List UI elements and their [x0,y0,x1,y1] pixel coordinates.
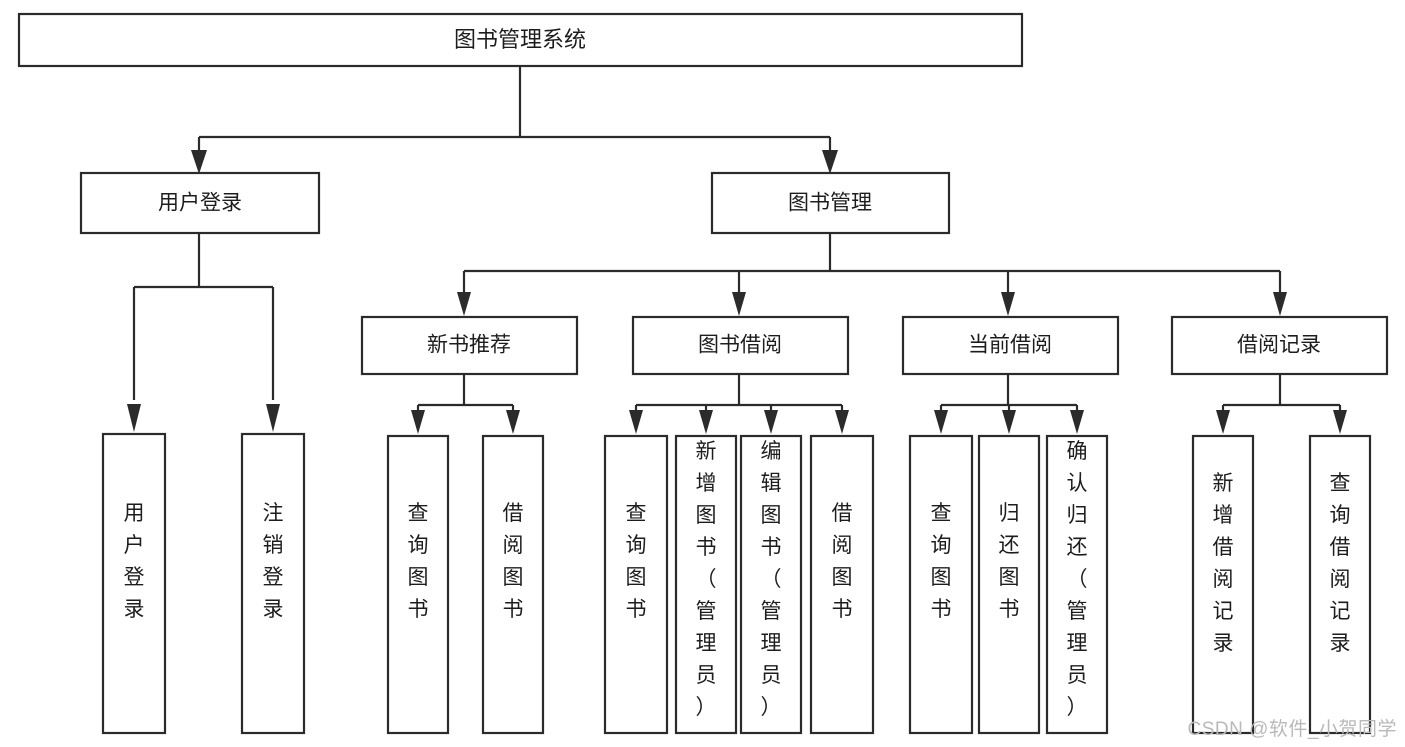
leaf-book-borrow-1-box[interactable] [603,434,669,735]
node-root-box[interactable] [17,12,1024,68]
node-root-label: 图书管理系统 [454,27,586,52]
leaf-current-borrow-1-label: 查询图书 [931,502,952,621]
leaf-new-book-2-box[interactable] [481,434,545,735]
leaf-book-borrow-3[interactable]: 编辑图书（管理员） [739,434,803,735]
arrowhead-leaf-bookborrow-4 [835,410,849,434]
leaf-current-borrow-3-label: 确认归还（管理员） [1067,440,1088,719]
arrowhead-leaf-bookborrow-2 [699,410,713,434]
leaf-book-borrow-3-label: 编辑图书（管理员） [761,440,782,719]
leaf-book-borrow-2-box[interactable] [674,434,738,735]
leaf-new-book-2-label: 借阅图书 [503,502,524,621]
arrowhead-leaf-currentborrow-3 [1070,410,1084,434]
leaf-book-borrow-4-box[interactable] [809,434,875,735]
leaf-book-borrow-1-label: 查询图书 [626,502,647,621]
node-new-book-recommend[interactable]: 新书推荐 [360,315,579,376]
leaf-book-borrow-2-label: 新增图书（管理员） [696,440,717,719]
leaf-borrow-record-2-box[interactable] [1308,434,1372,735]
node-current-borrow-label: 当前借阅 [968,334,1052,357]
arrowhead-leaf-currentborrow-2 [1002,410,1016,434]
leaf-current-borrow-2-box[interactable] [977,434,1041,735]
node-borrow-record-label: 借阅记录 [1237,334,1321,357]
leaf-new-book-1-box[interactable] [386,434,450,735]
node-borrow-record[interactable]: 借阅记录 [1170,315,1389,376]
leaf-new-book-1-label: 查询图书 [408,502,429,621]
arrowhead-current-borrow [1001,292,1015,316]
arrowhead-borrow-record [1273,292,1287,316]
leaf-new-book-2[interactable]: 借阅图书 [481,434,545,735]
leaf-current-borrow-1[interactable]: 查询图书 [908,434,974,735]
leaf-current-borrow-3-box[interactable] [1045,434,1109,735]
arrowhead-book-mgmt [822,150,838,174]
node-user-login-label: 用户登录 [158,192,242,215]
leaf-current-borrow-1-box[interactable] [908,434,974,735]
node-book-management[interactable]: 图书管理 [710,171,951,235]
leaf-borrow-record-1[interactable]: 新增借阅记录 [1191,434,1255,735]
node-borrow-record-box[interactable] [1170,315,1389,376]
leaf-book-borrow-3-box[interactable] [739,434,803,735]
leaf-user-login-2-box[interactable] [240,432,306,735]
arrowhead-leaf-user-login-2 [266,404,280,432]
leaf-user-login-1-label: 用户登录 [124,502,145,621]
leaf-user-login-2[interactable]: 注销登录 [240,432,306,735]
node-current-borrow[interactable]: 当前借阅 [901,315,1120,376]
leaf-book-borrow-1[interactable]: 查询图书 [603,434,669,735]
leaf-user-login-1[interactable]: 用户登录 [101,432,167,735]
node-book-borrow-label: 图书借阅 [698,334,782,357]
arrowhead-new-book [457,292,471,316]
leaf-new-book-1[interactable]: 查询图书 [386,434,450,735]
arrowhead-leaf-newbook-2 [506,410,520,434]
node-current-borrow-box[interactable] [901,315,1120,376]
node-book-borrow-box[interactable] [631,315,850,376]
leaf-book-borrow-4[interactable]: 借阅图书 [809,434,875,735]
arrowhead-leaf-currentborrow-1 [934,410,948,434]
node-new-book-recommend-box[interactable] [360,315,579,376]
leaf-borrow-record-2-label: 查询借阅记录 [1330,472,1351,655]
node-book-borrow[interactable]: 图书借阅 [631,315,850,376]
leaf-book-borrow-4-label: 借阅图书 [832,502,853,621]
node-book-management-box[interactable] [710,171,951,235]
leaf-user-login-1-box[interactable] [101,432,167,735]
leaf-current-borrow-2-label: 归还图书 [999,502,1020,621]
arrowhead-leaf-bookborrow-1 [629,410,643,434]
node-root[interactable]: 图书管理系统 [17,12,1024,68]
leaf-borrow-record-2[interactable]: 查询借阅记录 [1308,434,1372,735]
arrowhead-book-borrow [732,292,746,316]
arrowhead-user-login [191,150,207,174]
leaf-current-borrow-2[interactable]: 归还图书 [977,434,1041,735]
leaf-borrow-record-1-box[interactable] [1191,434,1255,735]
arrowhead-leaf-bookborrow-3 [764,410,778,434]
arrowhead-leaf-borrowrecord-2 [1333,410,1347,434]
leaf-book-borrow-2[interactable]: 新增图书（管理员） [674,434,738,735]
leaf-current-borrow-3[interactable]: 确认归还（管理员） [1045,434,1109,735]
arrowhead-leaf-borrowrecord-1 [1216,410,1230,434]
node-user-login-box[interactable] [79,171,321,235]
node-book-management-label: 图书管理 [788,192,872,215]
arrowhead-leaf-newbook-1 [411,410,425,434]
leaf-borrow-record-1-label: 新增借阅记录 [1213,472,1234,655]
csdn-watermark: CSDN @软件_小贺同学 [1187,719,1397,740]
leaf-user-login-2-label: 注销登录 [263,502,284,621]
node-new-book-recommend-label: 新书推荐 [427,334,511,357]
arrowhead-leaf-user-login-1 [127,404,141,432]
node-user-login[interactable]: 用户登录 [79,171,321,235]
